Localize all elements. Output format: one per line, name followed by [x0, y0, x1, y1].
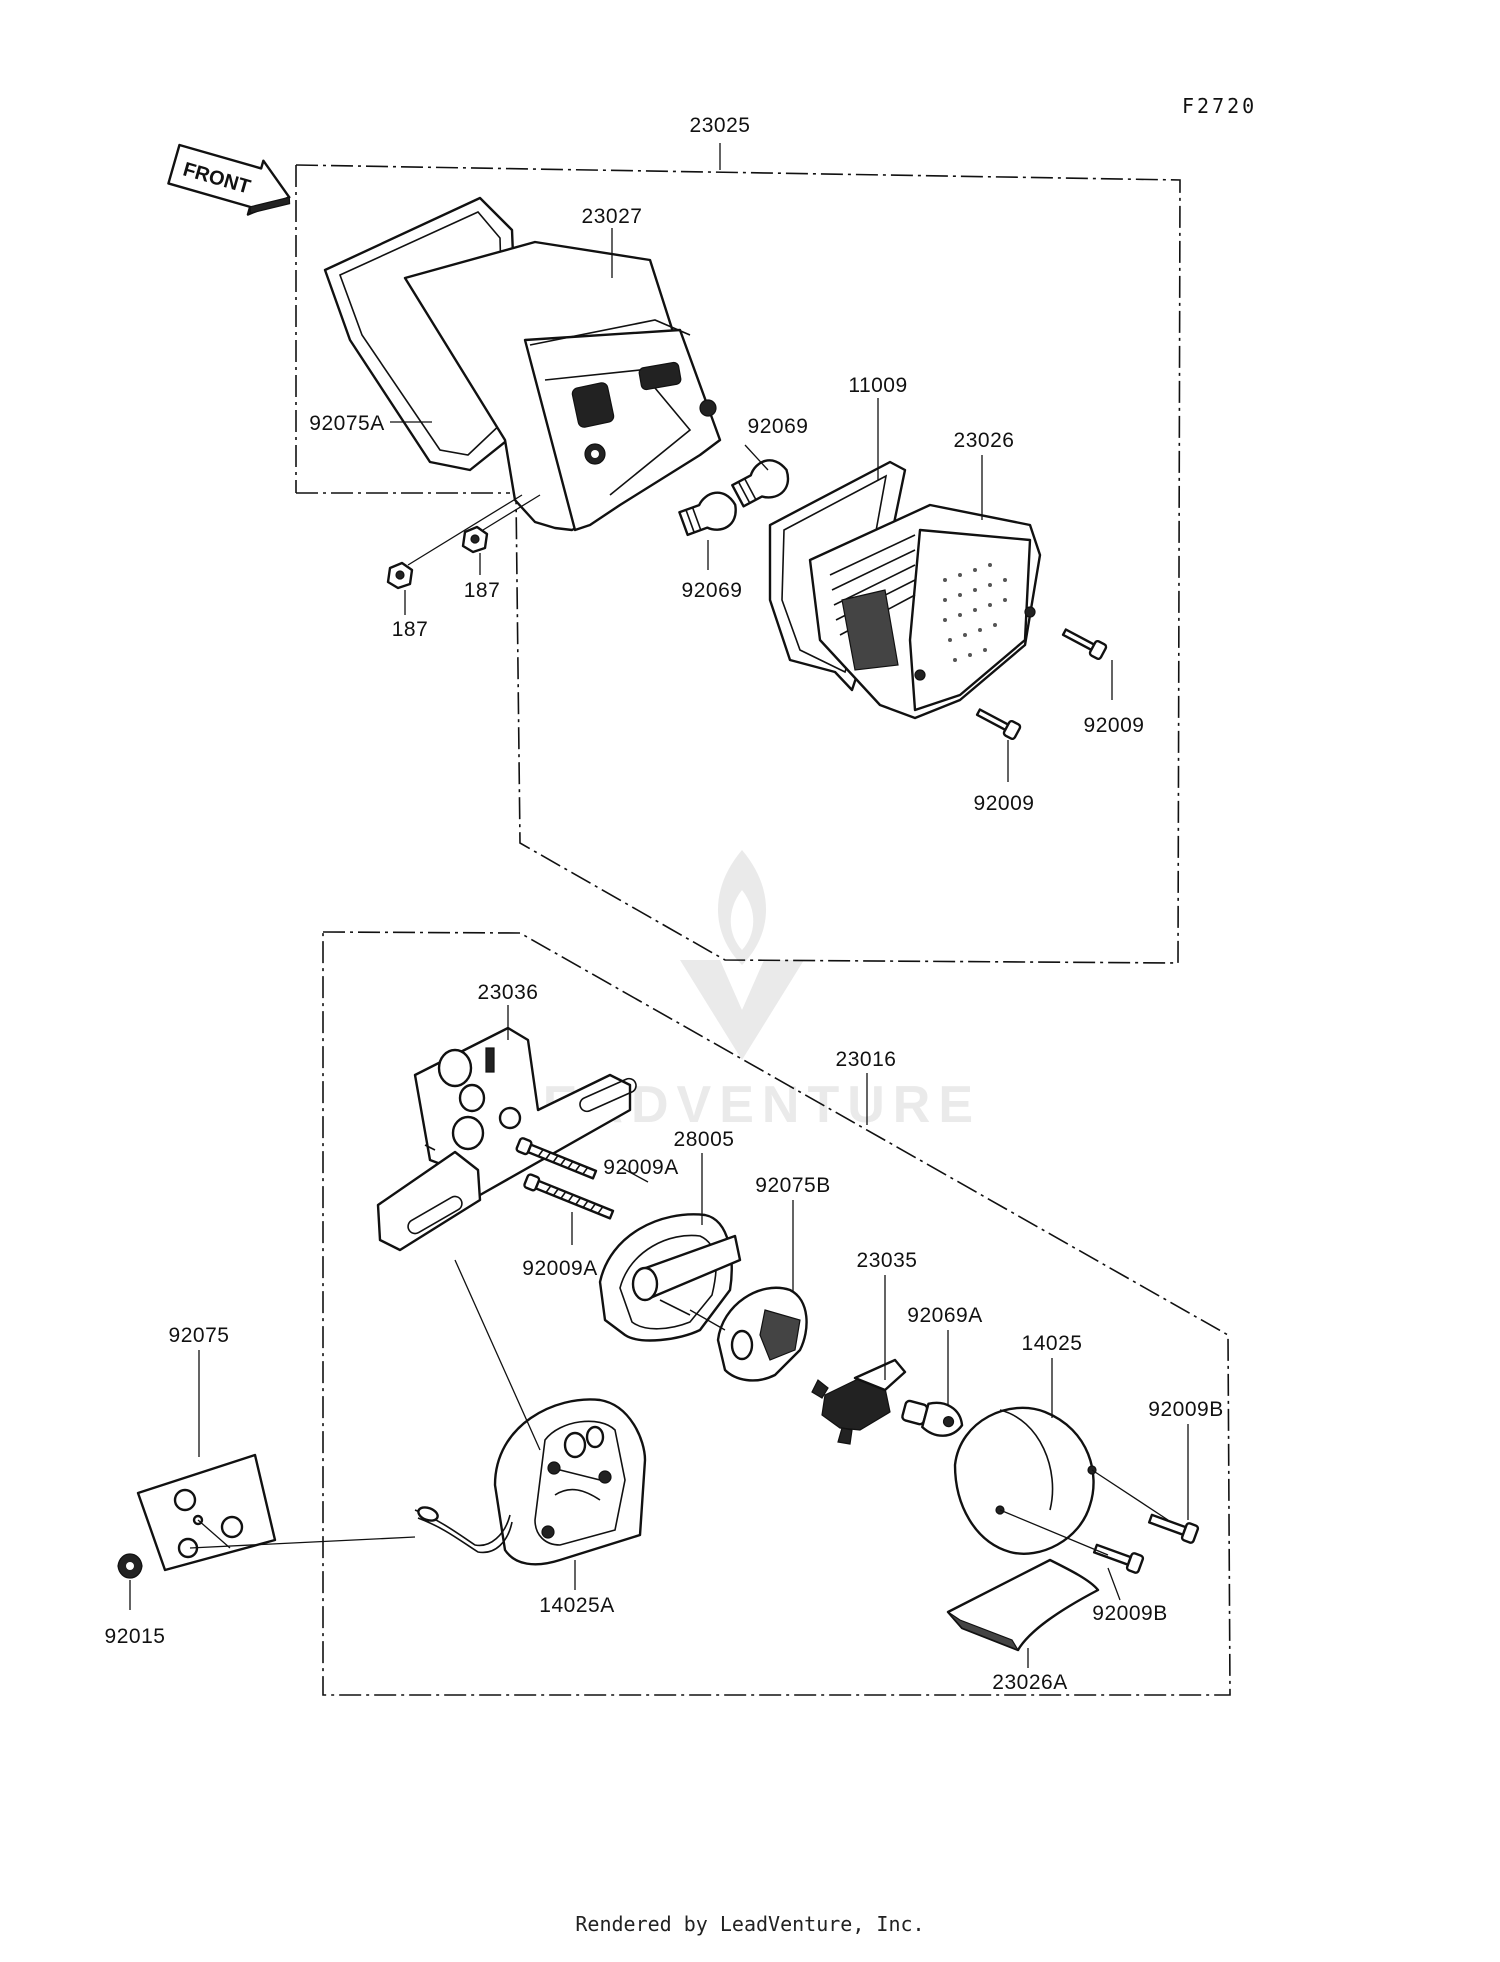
upper-leaders — [390, 228, 1113, 782]
screw-lower — [975, 708, 1022, 741]
label-lens-cover: 23026A — [992, 1671, 1067, 1694]
nut-left — [386, 561, 414, 590]
upper-group-boundary — [295, 143, 1181, 964]
label-grommet-plate: 92075 — [169, 1324, 230, 1347]
screw-b-lower — [1092, 1543, 1145, 1574]
label-screw-right: 92009 — [1084, 714, 1145, 737]
label-lamp-case: 28005 — [674, 1128, 735, 1151]
label-bulb-lower: 92069A — [907, 1304, 982, 1327]
label-bulb-upper-left: 92069 — [682, 579, 743, 602]
label-bolt-upper: 92009A — [603, 1156, 678, 1179]
bulb-upper-right — [731, 459, 790, 508]
nut-right — [461, 525, 489, 554]
grommet — [117, 1553, 143, 1579]
label-license-bracket: 23036 — [478, 981, 539, 1004]
label-assembly-upper: 23025 — [690, 114, 751, 137]
label-tail-lens: 23026 — [954, 429, 1015, 452]
socket-gasket — [716, 1286, 808, 1382]
label-housing-gasket: 92075A — [309, 412, 384, 435]
lamp-wire — [414, 1506, 513, 1554]
label-lens-gasket: 11009 — [848, 374, 907, 397]
license-bracket — [376, 1026, 637, 1252]
grommet-plate — [136, 1453, 277, 1572]
label-nut-left: 187 — [392, 618, 429, 641]
front-arrow: FRONT — [167, 143, 291, 216]
footer-credit: Rendered by LeadVenture, Inc. — [575, 1912, 925, 1936]
lower-labels: 23036 23016 92009A 92009A 28005 92075B 2… — [105, 981, 1224, 1694]
label-license-lens: 14025 — [1022, 1332, 1083, 1355]
label-bulb-upper-right: 92069 — [748, 415, 809, 438]
label-tail-housing: 23027 — [582, 205, 643, 228]
lower-leaders — [129, 1005, 1189, 1668]
lamp-case — [598, 1213, 742, 1342]
label-nut-right: 187 — [464, 579, 501, 602]
tail-housing — [403, 240, 722, 532]
label-lamp-housing: 14025A — [539, 1594, 614, 1617]
label-grommet: 92015 — [105, 1625, 166, 1648]
label-screw-b-lower: 92009B — [1092, 1602, 1167, 1625]
screw-right — [1061, 628, 1108, 661]
label-screw-b-upper: 92009B — [1148, 1398, 1223, 1421]
bolt-upper — [515, 1137, 598, 1180]
label-bulb-socket: 23035 — [857, 1249, 918, 1272]
lower-group-boundary — [322, 931, 1231, 1696]
license-lens — [953, 1406, 1097, 1555]
bulb-socket — [811, 1358, 907, 1445]
bulb-lower — [901, 1399, 964, 1437]
screw-b-upper — [1147, 1513, 1200, 1544]
tail-lens — [808, 503, 1042, 720]
bulb-upper-left — [678, 491, 737, 537]
label-bolt-lower: 92009A — [522, 1257, 597, 1280]
lens-cover — [946, 1558, 1100, 1652]
bolt-lower — [523, 1173, 615, 1220]
upper-labels: 23025 23027 92075A 92069 92069 11009 230… — [309, 114, 1144, 815]
lamp-housing — [493, 1398, 647, 1566]
label-screw-lower: 92009 — [974, 792, 1035, 815]
label-assembly-lower: 23016 — [836, 1048, 897, 1071]
figure-code: F2720 — [1182, 94, 1258, 118]
label-socket-gasket: 92075B — [755, 1174, 830, 1197]
